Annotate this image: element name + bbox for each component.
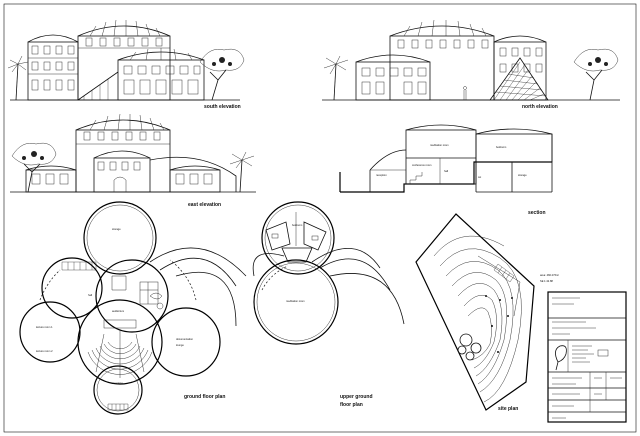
caption-upper-ground-1: upper ground	[340, 394, 373, 400]
title-block	[547, 291, 627, 423]
caption-south-elevation: south elevation	[204, 104, 241, 110]
site-area: area: 482.276m²	[540, 273, 559, 277]
upper-ground-floor-plan: bedroom meditation room upper ground flo…	[252, 201, 405, 408]
east-elevation: east elevation	[10, 113, 256, 208]
caption-east-elevation: east elevation	[188, 202, 221, 208]
svg-text:bedroom: bedroom	[496, 145, 506, 149]
caption-site-plan: site plan	[498, 406, 518, 412]
svg-text:reception: reception	[112, 381, 123, 385]
svg-text:wc: wc	[478, 176, 482, 179]
svg-text:hall: hall	[88, 293, 92, 297]
caption-upper-ground-2: floor plan	[340, 402, 363, 408]
svg-text:conference room: conference room	[412, 163, 431, 167]
section-drawing: meditation room bedroom conference room …	[339, 124, 553, 216]
south-elevation: south elevation	[7, 19, 245, 110]
sheet-border	[3, 3, 637, 433]
svg-text:auditorium: auditorium	[112, 309, 124, 313]
svg-text:storage: storage	[112, 227, 121, 231]
ground-floor-plan: storage lecture room 1 lecture room 2 do…	[19, 201, 247, 415]
svg-text:bedroom: bedroom	[292, 223, 302, 227]
svg-text:lecture room 2: lecture room 2	[36, 349, 53, 353]
svg-text:meditation room: meditation room	[430, 143, 449, 147]
site-scale: SE 1:42.88	[540, 279, 553, 283]
svg-text:meditation room: meditation room	[286, 299, 305, 303]
svg-text:lecture room 1: lecture room 1	[36, 325, 53, 329]
svg-text:hall: hall	[444, 169, 448, 173]
north-elevation: north elevation	[322, 19, 620, 110]
caption-ground-floor-plan: ground floor plan	[184, 394, 225, 400]
svg-text:documentation: documentation	[176, 337, 194, 341]
svg-text:reception: reception	[376, 173, 387, 177]
caption-north-elevation: north elevation	[522, 104, 558, 110]
caption-section: section	[528, 210, 546, 216]
svg-text:storage: storage	[518, 173, 527, 177]
svg-text:lounge: lounge	[176, 343, 184, 347]
site-plan: area: 482.276m² SE 1:42.88 site plan	[415, 213, 559, 412]
